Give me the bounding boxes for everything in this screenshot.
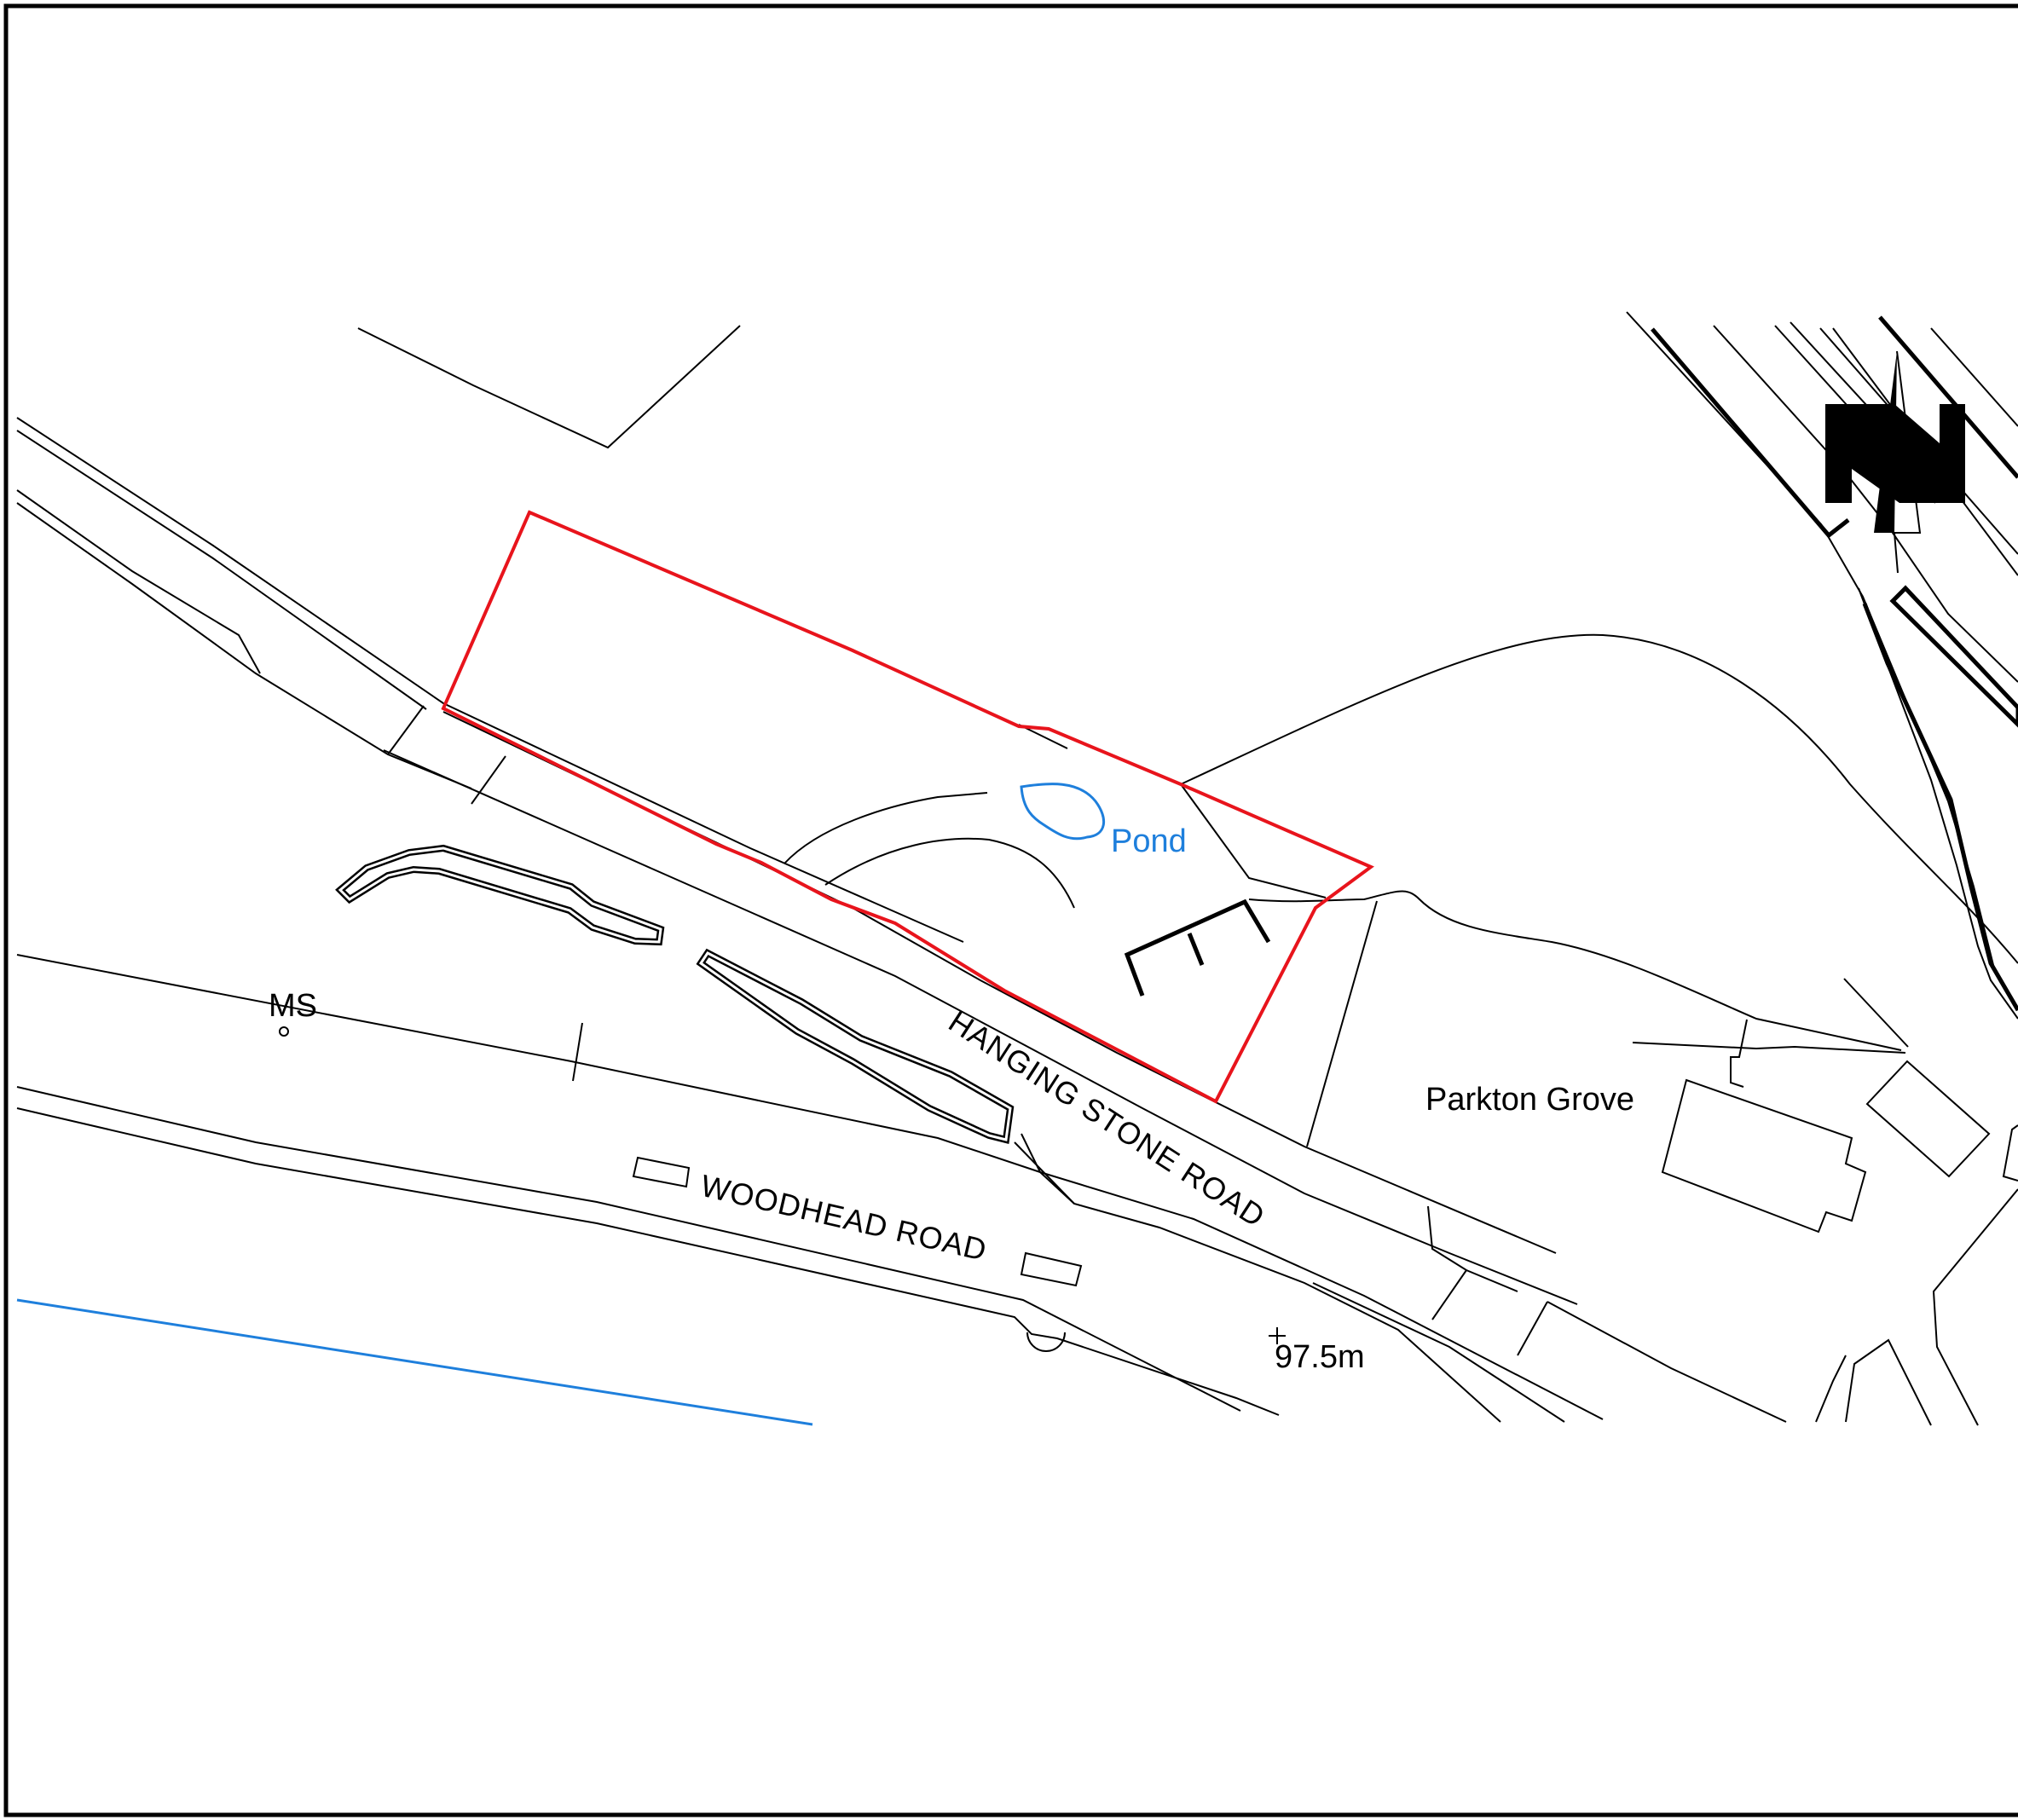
small-building-1 — [632, 1156, 691, 1188]
road-edge-hanging-stone-north-2 — [16, 430, 427, 710]
pond-outline — [1020, 783, 1106, 841]
building-parkton-grove — [1661, 1078, 1867, 1234]
building-long-roadside-inner — [698, 951, 1012, 1141]
field-boundary-lower — [1248, 890, 1902, 1051]
road-north-east-thick-2 — [1878, 315, 2018, 479]
junction-line-1 — [1815, 1355, 1847, 1423]
field-boundary-north — [357, 325, 741, 449]
plot-line-parkton-west — [1306, 900, 1378, 1147]
spot-height-marker-icon — [1269, 1327, 1286, 1344]
track-edge-2 — [16, 502, 472, 789]
building-north-east — [1889, 585, 2018, 728]
verge-cross-1 — [1431, 1269, 1467, 1320]
label-ms: MS — [269, 988, 317, 1024]
label-parkton-grove: Parkton Grove — [1425, 1082, 1634, 1118]
verge-lines — [1427, 1205, 1518, 1292]
building-curved-west — [335, 844, 665, 946]
boundary-south-bend — [1021, 1133, 1075, 1205]
road-north-east-lines-5 — [1930, 327, 2018, 427]
label-woodhead-road: WOODHEAD ROAD — [697, 1168, 990, 1268]
road-edge-woodhead-south-1 — [16, 1086, 1241, 1412]
road-edge-woodhead-north — [16, 954, 1604, 1420]
label-hanging-stone-road: HANGING STONE ROAD — [943, 1003, 1272, 1234]
north-arrow-icon — [1825, 350, 1965, 574]
building-parkton-grove-east — [1865, 1060, 1991, 1178]
junction-line-3 — [1932, 1188, 2018, 1426]
label-spot-height: 97.5m — [1275, 1339, 1365, 1375]
site-inner-edge — [1180, 783, 1327, 898]
verge-cross-2 — [1517, 1301, 1548, 1356]
site-boundary — [441, 510, 1374, 1104]
road-edge-lower-diagonal — [1014, 1141, 1501, 1423]
water-features — [16, 783, 1106, 1426]
small-building-2 — [1020, 1251, 1083, 1287]
road-edge-hanging-stone-south — [383, 749, 1578, 1305]
field-boundary-curve — [1180, 633, 2018, 964]
track-edge-1 — [16, 489, 261, 674]
plot-line-parkton-east — [2002, 1124, 2018, 1182]
stream — [16, 1298, 813, 1426]
road-edge-east — [1547, 1301, 1787, 1423]
road-cross-line-2 — [471, 755, 506, 805]
road-edge-woodhead-south-2 — [16, 1107, 1280, 1416]
road-north-east-edge-thick — [1862, 603, 2018, 1012]
junction-line-2 — [1845, 1338, 1932, 1426]
road-edge-lower-diagonal-2 — [1312, 1282, 1565, 1423]
track-inside-site-1 — [783, 792, 988, 864]
plot-line-parkton-north — [1632, 1042, 1906, 1054]
label-pond: Pond — [1111, 823, 1187, 859]
milestone-marker-icon — [279, 1026, 289, 1037]
structure-inside-site-wing — [1187, 933, 1205, 966]
plot-line-parkton-gate — [1730, 1019, 1748, 1088]
building-curved-west-inner — [338, 846, 662, 944]
linework — [16, 311, 2018, 1426]
kerb-bulge — [1026, 1332, 1066, 1352]
boundary-stub — [572, 1022, 583, 1082]
road-cross-line-1 — [387, 705, 425, 755]
road-north-east-thick-1 — [1651, 327, 1850, 539]
map-frame-border — [3, 3, 2018, 1817]
plot-line-parkton-diag — [1843, 978, 1909, 1048]
track-inside-site-2 — [824, 837, 1075, 909]
buildings — [335, 844, 1991, 1287]
road-edge-hanging-stone-north-1 — [16, 417, 964, 943]
structure-inside-site — [1124, 898, 1271, 997]
